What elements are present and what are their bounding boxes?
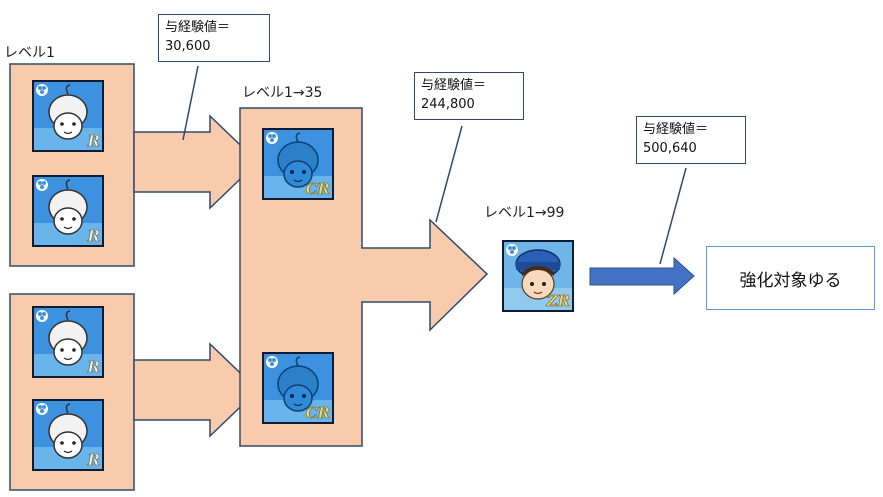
- exp-callout-value: 30,600: [165, 39, 211, 54]
- rarity-mark: CR: [306, 180, 330, 198]
- level1-35-label: レベル1→35: [242, 85, 323, 101]
- rarity-mark: R: [87, 358, 100, 376]
- enhance-target-box: 強化対象ゆる: [706, 246, 875, 310]
- exp-callout-3: 与経験値＝ 500,640: [636, 116, 746, 164]
- exp-callout-title: 与経験値＝: [165, 20, 231, 35]
- enhance-arrow: [589, 256, 695, 296]
- clover-badge-icon: [266, 356, 278, 368]
- white-character-card-icon: R: [32, 399, 104, 471]
- clover-badge-icon: [36, 310, 48, 322]
- clover-badge-icon: [266, 132, 278, 144]
- rarity-mark: CR: [306, 404, 330, 422]
- exp-callout-value: 244,800: [421, 97, 475, 112]
- enhance-target-label: 強化対象ゆる: [739, 270, 842, 291]
- merge-arrow-bottom: [133, 342, 260, 438]
- blue-character-card-icon: CR: [262, 128, 334, 200]
- white-character-card-icon: R: [32, 306, 104, 378]
- white-character-card-icon: R: [32, 80, 104, 152]
- clover-badge-icon: [36, 84, 48, 96]
- rarity-mark: R: [87, 132, 100, 150]
- callout-pointer-2: [435, 125, 463, 223]
- white-character-card-icon: R: [32, 175, 104, 247]
- exp-callout-1: 与経験値＝ 30,600: [158, 14, 270, 62]
- clover-badge-icon: [36, 403, 48, 415]
- exp-callout-title: 与経験値＝: [421, 78, 487, 93]
- clover-badge-icon: [506, 244, 518, 256]
- callout-pointer-3: [659, 167, 687, 265]
- rarity-mark: R: [87, 451, 100, 469]
- rarity-mark: ZR: [546, 292, 570, 310]
- clover-badge-icon: [36, 179, 48, 191]
- exp-callout-title: 与経験値＝: [643, 122, 709, 137]
- exp-callout-2: 与経験値＝ 244,800: [414, 72, 524, 120]
- exp-callout-value: 500,640: [643, 141, 697, 156]
- merge-arrow-top: [133, 114, 260, 210]
- callout-pointer-1: [182, 65, 199, 141]
- level1-label: レベル1: [4, 45, 55, 61]
- level1-99-label: レベル1→99: [484, 205, 565, 221]
- rarity-mark: R: [87, 227, 100, 245]
- girl-character-card-icon: ZR: [502, 240, 574, 312]
- blue-character-card-icon: CR: [262, 352, 334, 424]
